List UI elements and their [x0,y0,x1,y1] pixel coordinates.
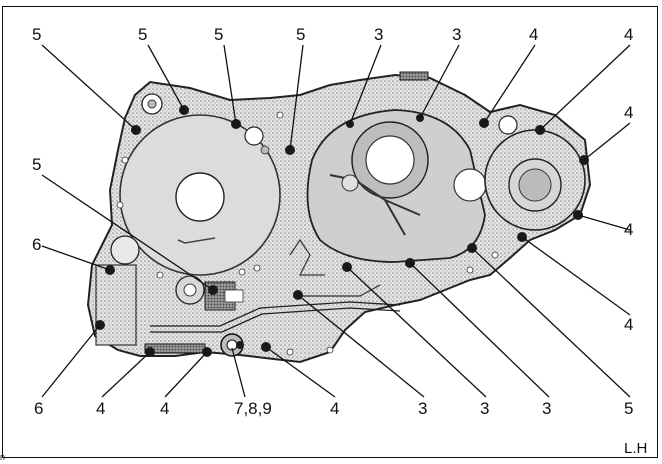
callout-label: 5 [296,25,306,44]
callout-label: 7,8,9 [234,399,272,418]
callout-label: 3 [374,25,384,44]
callout-label: 3 [418,399,428,418]
callout-label: 5 [32,155,42,174]
callout-label: 6 [32,235,42,254]
left-cover-bore [175,172,225,222]
callout-label: 4 [96,399,106,418]
callout-label: 6 [34,399,44,418]
callout-label: 3 [480,399,490,418]
callout-label: 4 [624,25,634,44]
callout-label: 3 [452,25,462,44]
diagram-frame [2,6,658,458]
callout-label: 4 [624,220,634,239]
callout-label: 5 [32,25,42,44]
callout-label: 5 [214,25,224,44]
callout-label: 4 [160,399,170,418]
callout-label: 4 [529,25,539,44]
callout-label: 5 [624,399,634,418]
callout-label: 4 [624,315,634,334]
corner-mark: n [0,452,6,462]
callout-label: 5 [138,25,148,44]
callout-label: 3 [542,399,552,418]
callout-label: 4 [330,399,340,418]
callout-label: 4 [624,103,634,122]
leader-lines [41,44,631,398]
lower-left-housing [95,264,137,346]
view-label: L.H [624,440,648,457]
